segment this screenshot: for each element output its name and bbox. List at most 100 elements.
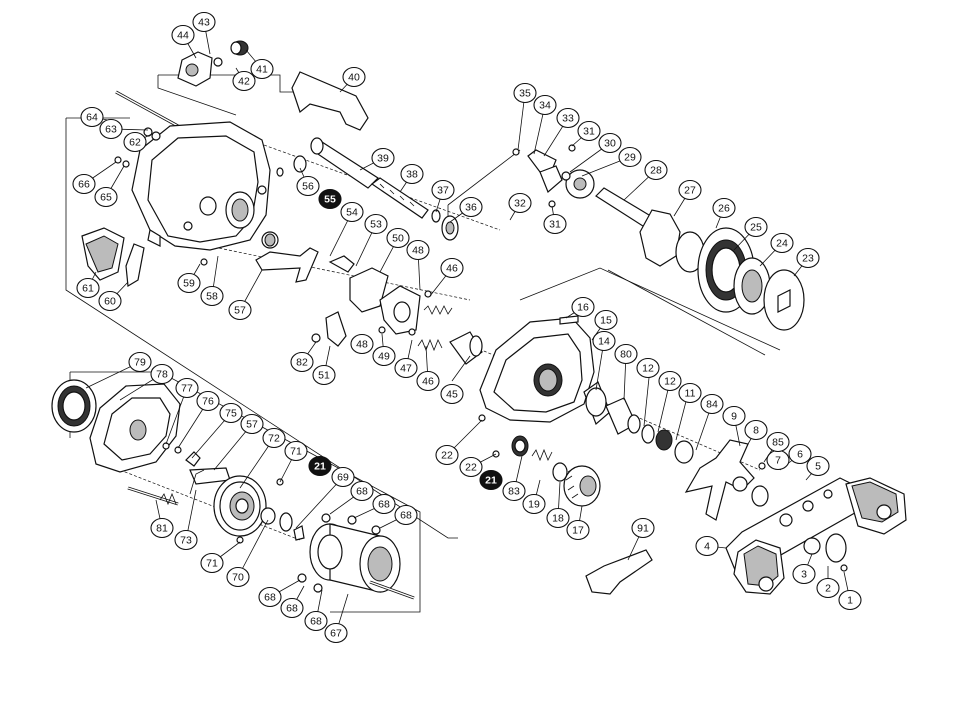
callout-p17: 17	[566, 519, 590, 541]
callout-p55: 55	[318, 188, 342, 210]
callout-number: 81	[156, 523, 168, 535]
callout-circle	[440, 257, 464, 279]
callout-number: 30	[604, 138, 616, 150]
callout-number: 40	[348, 72, 360, 84]
callout-p27: 27	[678, 179, 702, 201]
clicker-assembly	[177, 40, 249, 87]
callout-circle	[262, 427, 286, 449]
callout-p19: 19	[522, 493, 546, 515]
callout-circle	[290, 351, 314, 373]
callout-number: 72	[268, 433, 280, 445]
callout-p16: 16	[571, 296, 595, 318]
callout-number: 5	[815, 461, 821, 473]
callout-circle	[364, 213, 388, 235]
callout-circle	[543, 213, 567, 235]
callout-circle	[296, 175, 320, 197]
callout-number: 49	[378, 351, 390, 363]
main-frame	[131, 121, 271, 251]
callout-number: 65	[100, 192, 112, 204]
callout-p38: 38	[400, 163, 424, 185]
callout-number: 71	[290, 446, 302, 458]
callout-number: 22	[441, 450, 453, 462]
callout-number: 29	[624, 152, 636, 164]
callout-number: 56	[302, 181, 314, 193]
callout-circle	[766, 431, 790, 453]
callout-p31a: 31	[577, 120, 601, 142]
callout-number: 25	[750, 222, 762, 234]
callout-circle	[318, 188, 342, 210]
callout-circle	[371, 147, 395, 169]
callout-circle	[98, 290, 122, 312]
callout-circle	[598, 132, 622, 154]
callout-p91: 91	[631, 517, 655, 539]
callout-number: 31	[549, 219, 561, 231]
callout-p3: 3	[792, 563, 816, 585]
callout-p77: 77	[175, 377, 199, 399]
callout-p7: 7	[766, 449, 790, 471]
callout-number: 75	[225, 408, 237, 420]
callout-number: 23	[802, 253, 814, 265]
callout-number: 91	[637, 523, 649, 535]
callout-p41: 41	[250, 58, 274, 80]
callout-circle	[80, 106, 104, 128]
level-wind-shaft	[310, 137, 459, 241]
callout-number: 80	[620, 349, 632, 361]
drive-gear-train	[512, 144, 805, 331]
callout-number: 15	[600, 315, 612, 327]
callout-number: 51	[318, 370, 330, 382]
callout-p72: 72	[262, 427, 286, 449]
callout-circle	[571, 296, 595, 318]
callout-number: 53	[370, 219, 382, 231]
callout-circle	[394, 357, 418, 379]
callout-circle	[342, 66, 366, 88]
callout-circle	[533, 94, 557, 116]
main-shaft-stack	[583, 381, 766, 521]
callout-number: 35	[519, 88, 531, 100]
callout-p82: 82	[290, 351, 314, 373]
callout-p15: 15	[594, 309, 618, 331]
callout-p31b: 31	[543, 213, 567, 235]
callout-number: 68	[400, 510, 412, 522]
callout-number: 19	[528, 499, 540, 511]
wrench-tool	[585, 549, 653, 595]
callout-circle	[228, 299, 252, 321]
frame-pin	[115, 90, 179, 128]
callout-number: 46	[422, 376, 434, 388]
callout-p4: 4	[695, 535, 719, 557]
callout-circle	[280, 597, 304, 619]
callout-circle	[435, 444, 459, 466]
callout-circle	[150, 517, 174, 539]
callout-circle	[695, 535, 719, 557]
callout-p44: 44	[171, 24, 195, 46]
callout-number: 68	[378, 499, 390, 511]
callout-number: 84	[706, 399, 718, 411]
callout-number: 64	[86, 112, 98, 124]
callout-p49: 49	[372, 345, 396, 367]
callout-number: 2	[825, 583, 831, 595]
callout-p23: 23	[796, 247, 820, 269]
callout-p79: 79	[128, 351, 152, 373]
callout-number: 3	[801, 569, 807, 581]
callout-p21a: 21	[308, 455, 332, 477]
callout-number: 82	[296, 357, 308, 369]
callout-circle	[658, 370, 682, 392]
callout-circle	[372, 493, 396, 515]
callout-p64: 64	[80, 106, 104, 128]
callout-number: 21	[485, 475, 497, 487]
callout-p69: 69	[331, 466, 355, 488]
callout-number: 62	[129, 137, 141, 149]
callout-circle	[175, 377, 199, 399]
callout-circle	[312, 364, 336, 386]
callout-p39: 39	[371, 147, 395, 169]
callout-p42: 42	[232, 70, 256, 92]
callout-p60: 60	[98, 290, 122, 312]
callout-p32: 32	[508, 192, 532, 214]
callout-number: 68	[310, 616, 322, 628]
handle-side-plate	[479, 315, 595, 423]
callout-number: 38	[406, 169, 418, 181]
callout-circle	[722, 405, 746, 427]
callout-number: 39	[377, 153, 389, 165]
callout-number: 50	[392, 233, 404, 245]
callout-p65: 65	[94, 186, 118, 208]
